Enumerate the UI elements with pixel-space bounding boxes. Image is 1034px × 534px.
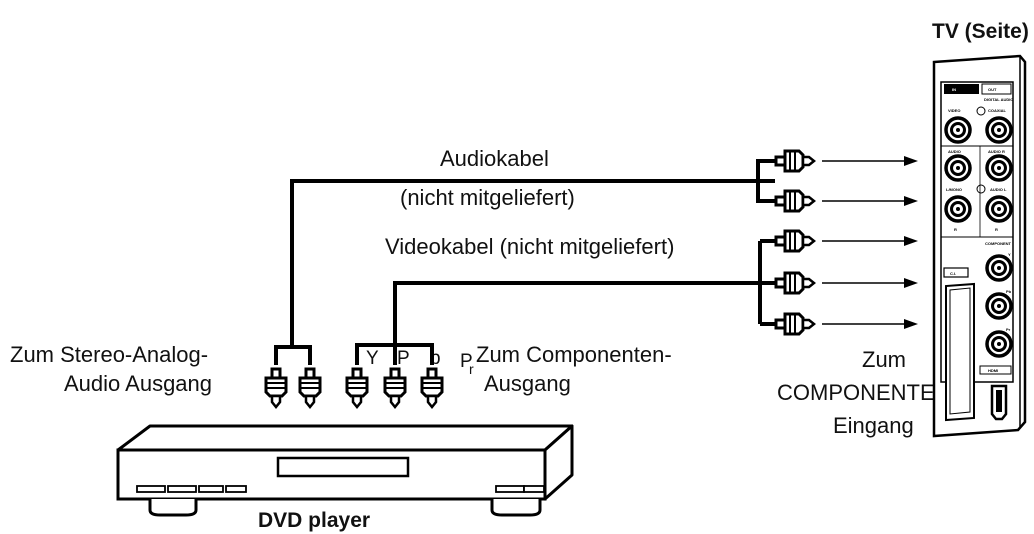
tv-audio-l-jack xyxy=(985,195,1013,223)
stereo-plug-left xyxy=(264,367,288,409)
tv-in-label: IN xyxy=(952,87,956,92)
component-plug-y xyxy=(345,367,369,409)
audio-cable-label: Audiokabel xyxy=(440,146,549,171)
tv-coaxial-jack xyxy=(985,116,1013,144)
video-plug-pr xyxy=(774,312,816,336)
tv-r-label: R xyxy=(954,227,957,232)
tv-side-panel: IN OUT DIGITAL AUDIO VIDEO COAXIAL AUDIO… xyxy=(932,54,1027,438)
tv-component-pr-jack xyxy=(985,330,1013,358)
tv-ci-slot xyxy=(945,282,975,422)
audio-cable-note: (nicht mitgeliefert) xyxy=(400,185,575,210)
tv-audio-r-jack xyxy=(985,154,1013,182)
audio-cable xyxy=(290,179,745,347)
tv-title: TV (Seite) xyxy=(932,20,1029,43)
tv-pr-label: Pr xyxy=(1006,327,1011,332)
tv-out-label: OUT xyxy=(988,87,997,92)
tv-audio-l-label: AUDIO L xyxy=(990,187,1007,192)
tv-y-label: Y xyxy=(1008,252,1011,257)
tv-component-y-jack xyxy=(985,254,1013,282)
dvd-front-buttons xyxy=(136,485,545,493)
tv-digital-audio-label: DIGITAL AUDIO xyxy=(984,97,1013,102)
tv-hdmi-label: HDMI xyxy=(988,368,998,373)
audio-plug-right xyxy=(774,189,816,213)
tv-audio-label: AUDIO xyxy=(948,149,961,154)
component-output-label-line1: Zum Componenten- xyxy=(476,342,672,367)
component-plug-label-pr: P xyxy=(460,351,473,372)
tv-l-mono-jack xyxy=(944,195,972,223)
tv-video-jack xyxy=(944,116,972,144)
component-input-label-line2: COMPONENTEN- xyxy=(777,380,958,405)
tv-hdmi-header xyxy=(979,365,1012,375)
tv-in-header xyxy=(944,84,979,94)
component-input-label-line1: Zum xyxy=(862,347,906,372)
stereo-output-label-line1: Zum Stereo-Analog- xyxy=(10,342,208,367)
component-plug-label-r-sub: r xyxy=(469,361,474,377)
audio-plug-left xyxy=(774,149,816,173)
audio-cable-dvd-split xyxy=(274,345,312,365)
tv-ci-badge xyxy=(943,267,969,278)
tv-ci-label: C.I. xyxy=(950,271,956,276)
video-cable-split xyxy=(758,239,775,326)
tv-out-header xyxy=(981,83,1012,95)
component-plug-pb xyxy=(383,367,407,409)
tv-l-mono-label: L/MONO xyxy=(946,187,962,192)
tv-coaxial-label: COAXIAL xyxy=(988,108,1007,113)
tv-r-label-out: R xyxy=(995,227,998,232)
tv-video-label: VIDEO xyxy=(948,108,960,113)
dvd-player-label: DVD player xyxy=(258,509,370,532)
tv-audio-in-jack xyxy=(944,154,972,182)
audio-cable-split xyxy=(745,159,775,203)
tv-component-pb-jack xyxy=(985,292,1013,320)
component-plug-pr xyxy=(420,367,444,409)
tv-component-label: COMPONENT xyxy=(985,241,1012,246)
component-plug-label-y: Y xyxy=(366,348,379,369)
dvd-player xyxy=(116,424,574,517)
component-plug-label-p: P xyxy=(397,348,410,369)
video-cable-label: Videokabel (nicht mitgeliefert) xyxy=(385,234,674,259)
stereo-output-label-line2: Audio Ausgang xyxy=(64,371,212,396)
component-output-label-line2: Ausgang xyxy=(484,371,571,396)
component-plug-label-b: b xyxy=(430,348,441,369)
component-input-label-line3: Eingang xyxy=(833,413,914,438)
video-cable-dvd-split xyxy=(355,343,434,365)
video-plug-pb xyxy=(774,271,816,295)
stereo-plug-right xyxy=(298,367,322,409)
video-cable xyxy=(393,281,760,350)
connection-arrows xyxy=(822,156,918,329)
dvd-display-window xyxy=(276,456,410,478)
tv-audio-r-label: AUDIO R xyxy=(988,149,1005,154)
tv-pb-label: Pb xyxy=(1006,289,1012,294)
video-plug-y xyxy=(774,229,816,253)
